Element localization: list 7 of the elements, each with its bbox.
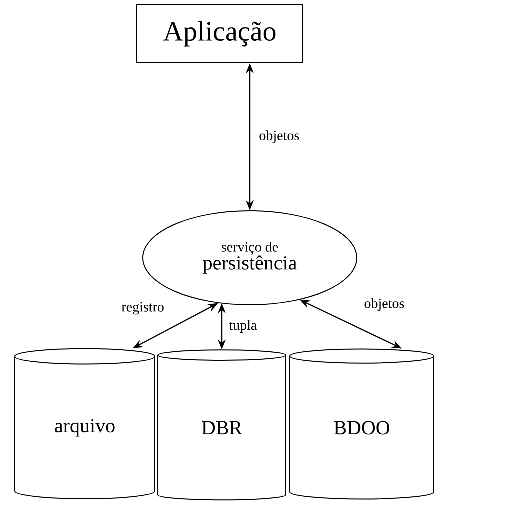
- database-cylinder: BDOO: [290, 348, 434, 500]
- edge-label: objetos: [258, 130, 301, 144]
- edge-label: tupla: [228, 319, 258, 334]
- database-cylinder: DBR: [158, 350, 286, 501]
- edge-label: objetos: [363, 297, 406, 312]
- process-box: Aplicação: [136, 4, 304, 64]
- database-cylinder: arquivo: [14, 348, 156, 500]
